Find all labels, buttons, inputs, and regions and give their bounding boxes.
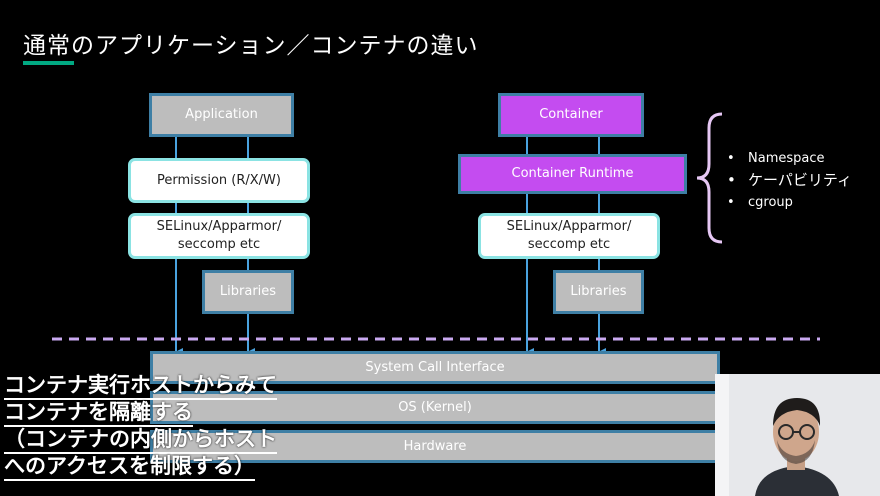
application-box: Application <box>149 93 294 137</box>
subtitle-caption: コンテナ実行ホストからみて コンテナを隔離する （コンテナの内側からホスト への… <box>0 369 350 481</box>
hardware-label: Hardware <box>403 439 467 454</box>
application-label: Application <box>185 107 258 122</box>
brace-icon <box>696 112 723 244</box>
selinux-label-line2: seccomp etc <box>527 237 611 252</box>
selinux-box-left: SELinux/Apparmor/ seccomp etc <box>128 213 310 259</box>
caption-line: コンテナ実行ホストからみて <box>4 373 277 400</box>
title-underline <box>23 61 74 65</box>
container-label: Container <box>539 107 603 122</box>
permission-box: Permission (R/X/W) <box>128 158 310 203</box>
os-label: OS (Kernel) <box>398 400 472 415</box>
libraries-box-left: Libraries <box>202 270 294 314</box>
caption-line: へのアクセスを制限する） <box>4 454 255 481</box>
presenter-avatar <box>715 374 880 496</box>
libraries-label: Libraries <box>219 284 277 299</box>
selinux-label-line1: SELinux/Apparmor/ <box>156 219 282 234</box>
libraries-label: Libraries <box>570 284 627 299</box>
feature-item: Namespace <box>727 148 852 169</box>
syscall-label: System Call Interface <box>365 360 505 375</box>
selinux-box-right: SELinux/Apparmor/ seccomp etc <box>478 213 660 259</box>
feature-item: cgroup <box>727 192 852 213</box>
syscall-layer: System Call Interface <box>150 351 720 384</box>
selinux-label-line1: SELinux/Apparmor/ <box>506 219 632 234</box>
slide-title: 通常のアプリケーション／コンテナの違い <box>23 33 479 59</box>
caption-line: （コンテナの内側からホスト <box>4 427 277 454</box>
selinux-label-line2: seccomp etc <box>177 237 261 252</box>
libraries-box-right: Libraries <box>553 270 644 314</box>
presenter-webcam <box>715 374 880 496</box>
os-layer: OS (Kernel) <box>150 391 720 424</box>
runtime-feature-list: Namespace ケーパビリティ cgroup <box>727 148 852 213</box>
permission-label: Permission (R/X/W) <box>157 172 281 188</box>
container-box: Container <box>498 93 644 137</box>
feature-item: ケーパビリティ <box>727 169 852 192</box>
container-runtime-label: Container Runtime <box>511 166 634 181</box>
container-runtime-box: Container Runtime <box>458 154 687 194</box>
caption-line: コンテナを隔離する <box>4 400 193 427</box>
